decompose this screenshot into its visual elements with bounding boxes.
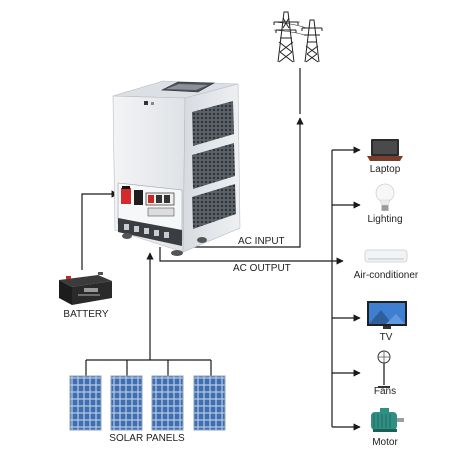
battery-icon [59, 272, 112, 305]
laptop-icon [367, 139, 403, 161]
solar-panel-2 [110, 375, 143, 431]
solar-panel-4 [193, 375, 226, 431]
air-conditioner-icon [364, 249, 408, 263]
load-label-tv: TV [379, 332, 393, 343]
breaker-black [134, 190, 143, 205]
load-label-lighting: Lighting [367, 214, 403, 225]
tv-icon [367, 301, 407, 329]
load-label-air-conditioner: Air-conditioner [353, 270, 419, 281]
load-label-motor: Motor [372, 437, 398, 448]
battery-label: BATTERY [63, 309, 109, 320]
breaker-red [121, 188, 131, 204]
ac-input-line [172, 117, 304, 248]
solar-panel-1 [69, 375, 102, 431]
motor-icon [371, 408, 404, 432]
battery-line [81, 190, 119, 270]
solar-panel-icon [69, 375, 226, 431]
ac-output-line [159, 247, 344, 265]
ac-input-label: AC INPUT [238, 236, 285, 247]
inverter-cabinet [112, 80, 241, 256]
power-tower-icon [273, 11, 323, 63]
fan-icon [377, 350, 391, 388]
solar-panel-3 [151, 375, 184, 431]
load-label-laptop: Laptop [369, 164, 401, 175]
solar-panels-label: SOLAR PANELS [109, 433, 185, 444]
light-bulb-icon [375, 183, 395, 211]
connection-lines [81, 68, 361, 431]
load-label-fans: Fans [373, 386, 397, 397]
ac-output-label: AC OUTPUT [233, 263, 291, 274]
